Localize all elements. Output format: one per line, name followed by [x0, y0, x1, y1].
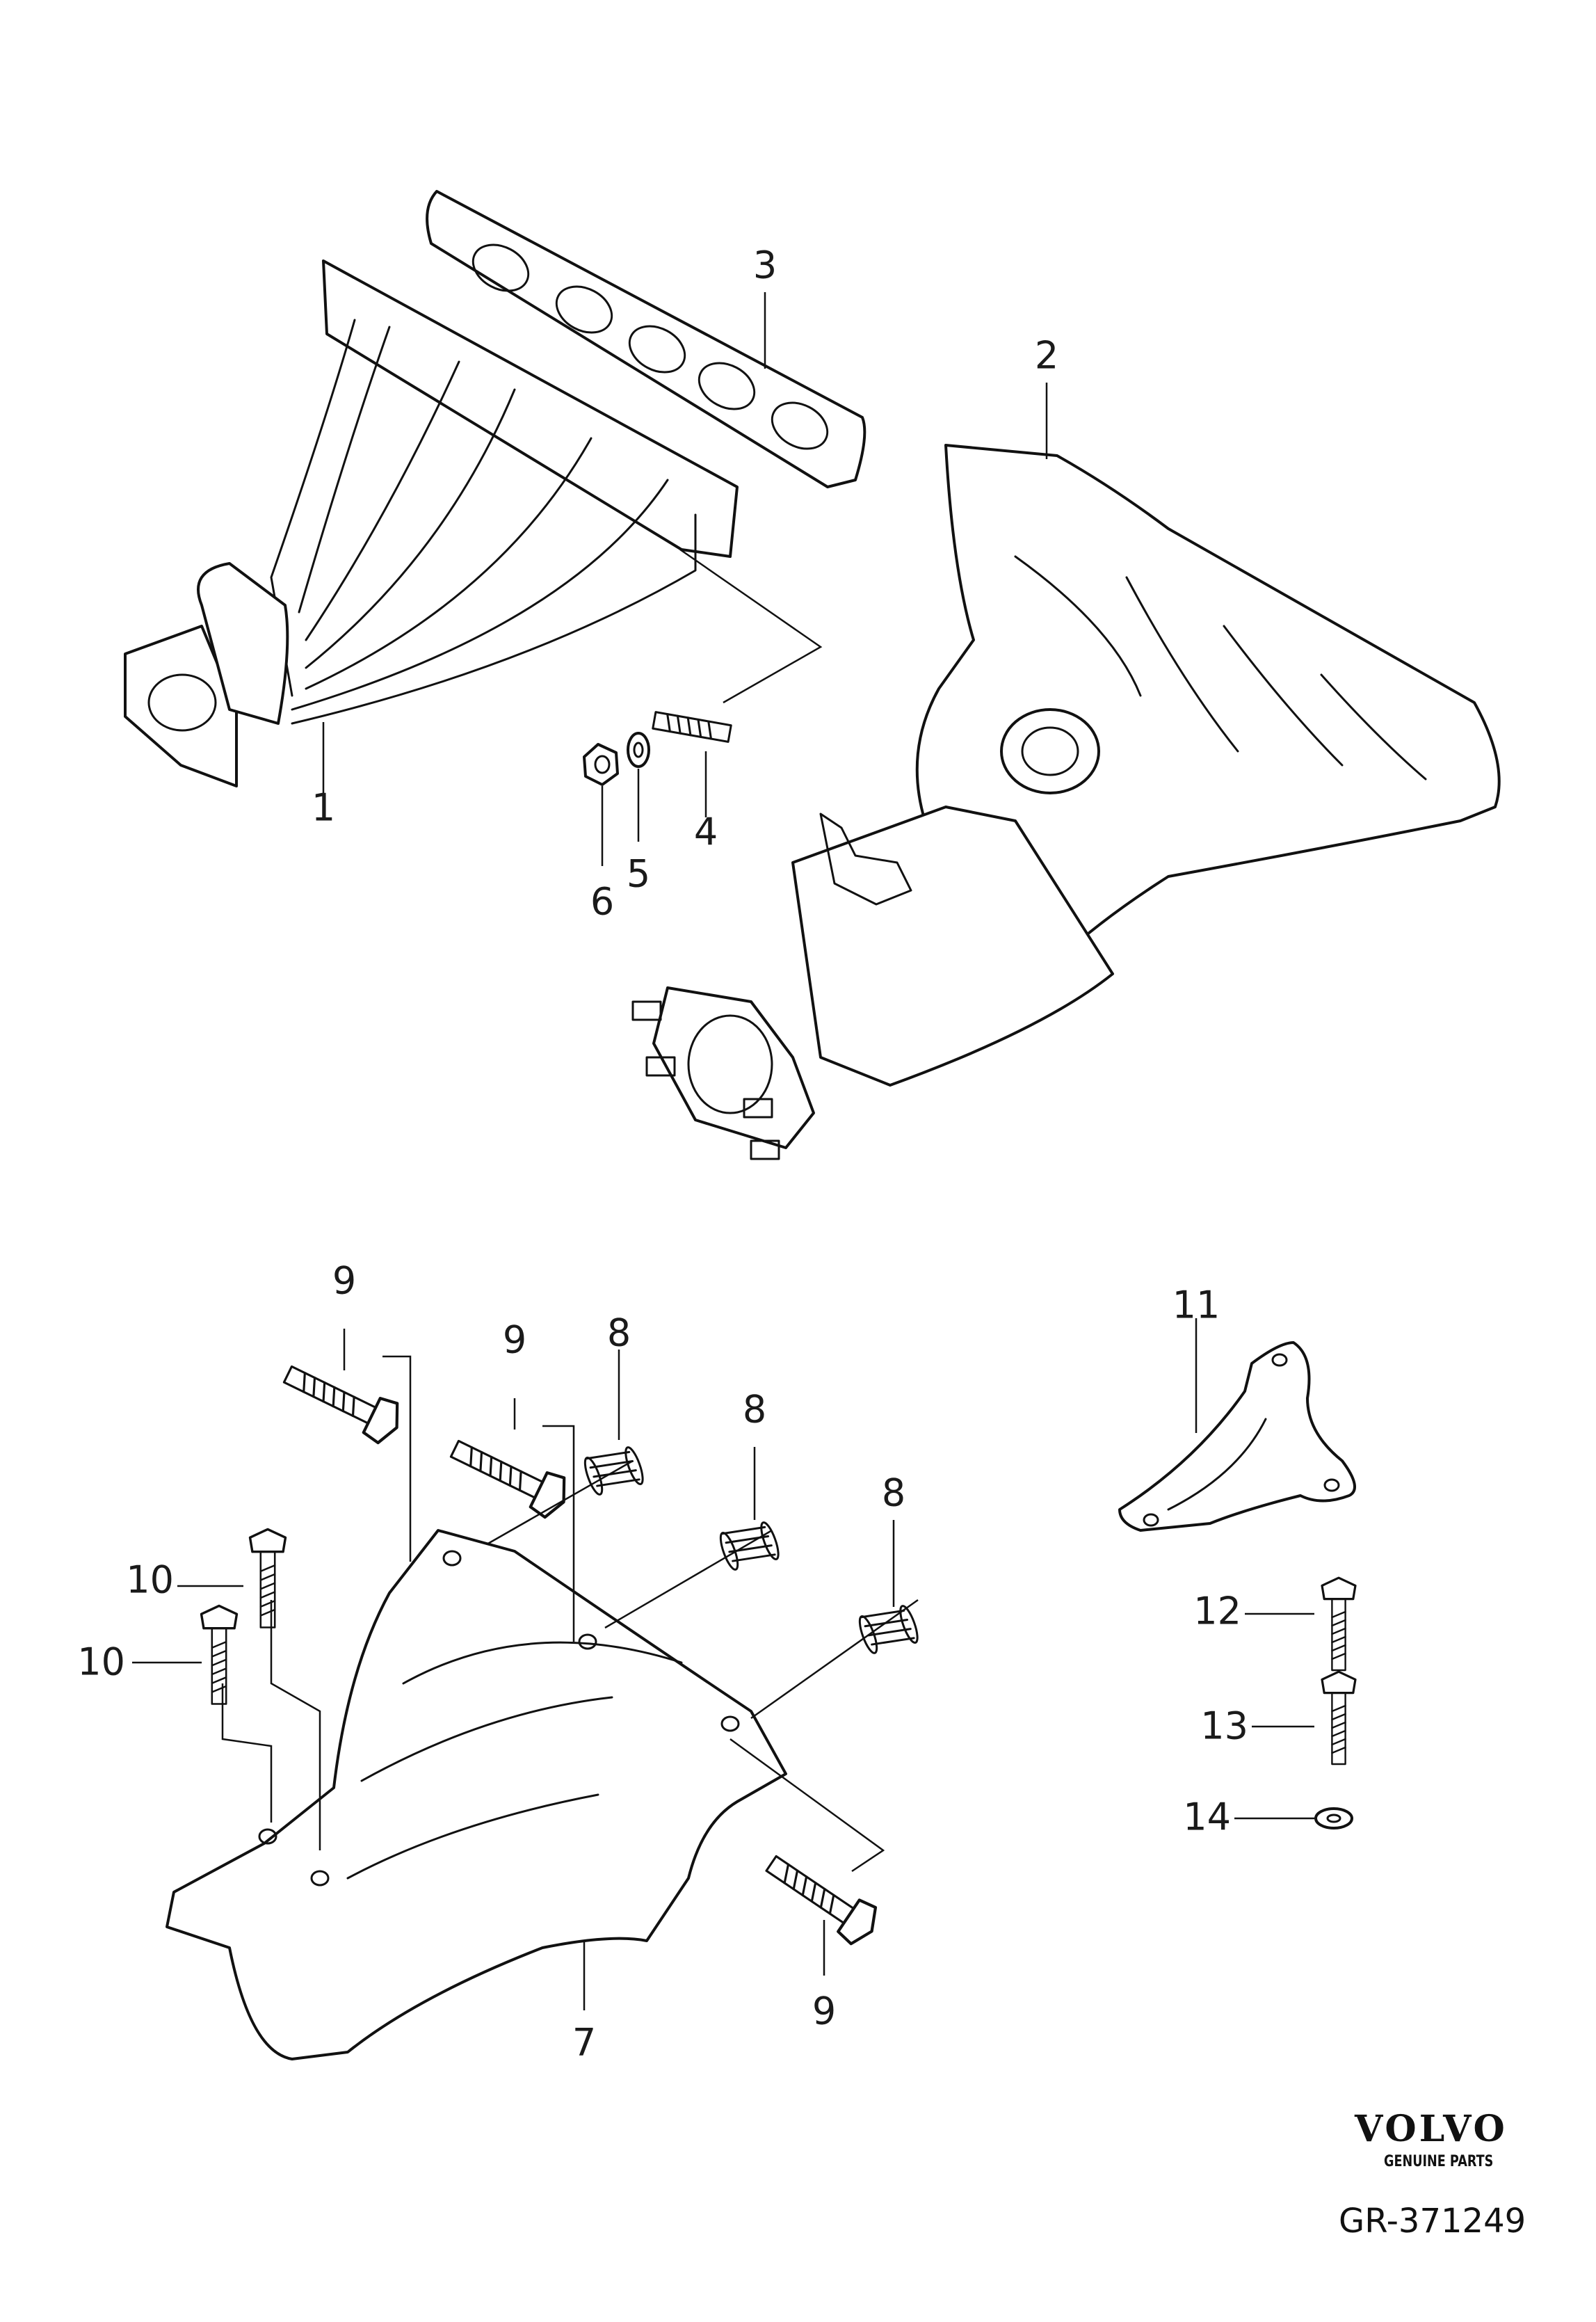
bolt-icon	[1321, 1576, 1357, 1672]
callout-9: 9	[332, 1259, 356, 1303]
callout-9: 9	[812, 1989, 836, 2033]
exhaust-manifold-part-1	[124, 259, 739, 787]
spring-icon	[855, 1599, 922, 1660]
gasket-part-3	[426, 190, 866, 488]
heat-shield-part-7	[166, 1529, 787, 2060]
spring-icon	[716, 1515, 783, 1577]
callout-11: 11	[1172, 1283, 1220, 1327]
callout-7: 7	[572, 2021, 596, 2065]
callout-1: 1	[312, 786, 335, 830]
callout-13: 13	[1200, 1704, 1248, 1748]
stud-part-4	[652, 711, 732, 743]
volvo-logo: VOLVO	[1355, 2108, 1508, 2150]
callout-12: 12	[1193, 1590, 1241, 1633]
bolt-icon	[1321, 1670, 1357, 1765]
callout-9: 9	[503, 1318, 526, 1362]
bolt-icon	[248, 1528, 287, 1629]
callout-14: 14	[1183, 1795, 1231, 1839]
callout-10: 10	[126, 1558, 174, 1602]
bolt-icon	[278, 1354, 406, 1447]
catalytic-manifold-part-2	[631, 444, 1501, 1160]
callout-8: 8	[743, 1388, 766, 1432]
nut-part-6	[583, 743, 619, 786]
callout-5: 5	[627, 852, 650, 896]
callout-3: 3	[753, 243, 777, 287]
leader-lines	[132, 292, 1314, 2010]
callout-8: 8	[882, 1471, 905, 1515]
washer-part-5	[627, 732, 650, 768]
bolt-icon	[445, 1429, 573, 1521]
bolt-icon	[200, 1604, 239, 1706]
bolt-icon	[759, 1845, 884, 1950]
callout-4: 4	[694, 810, 718, 854]
washer-icon	[1314, 1807, 1353, 1829]
reference-number: GR-371249	[1339, 2202, 1526, 2241]
genuine-parts-label: GENUINE PARTS	[1384, 2153, 1494, 2170]
callout-10: 10	[77, 1640, 125, 1684]
callout-6: 6	[590, 880, 614, 924]
small-heat-shield-part-11	[1118, 1341, 1356, 1532]
leader-4	[679, 548, 823, 704]
callout-2: 2	[1035, 334, 1058, 378]
callout-8: 8	[607, 1311, 631, 1355]
